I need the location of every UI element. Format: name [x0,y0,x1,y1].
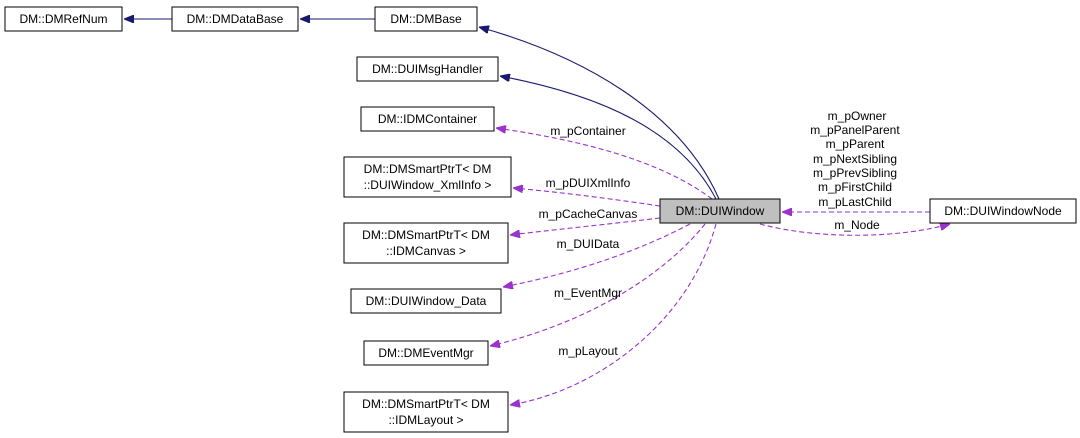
label-layout: m_pLayout [558,344,618,358]
node-xmlinfo-line2: ::DUIWindow_XmlInfo > [364,178,492,192]
node-winnode[interactable]: DM::DUIWindowNode [929,198,1077,224]
node-base[interactable]: DM::DMBase [374,6,478,32]
node-winnode-label: DM::DUIWindowNode [944,204,1062,218]
label-node: m_Node [834,218,880,232]
node-refnum-label: DM::DMRefNum [19,12,107,26]
node-layout[interactable]: DM::DMSmartPtrT< DM ::IDMLayout > [343,391,509,433]
label-panelparent: m_pPanelParent [810,123,900,137]
node-layout-line1: DM::DMSmartPtrT< DM [362,397,490,411]
edge-xmlinfo [513,188,661,207]
node-canvas-line2: ::IDMCanvas > [386,244,466,258]
label-prevsibling: m_pPrevSibling [813,166,897,180]
node-xmlinfo-line1: DM::DMSmartPtrT< DM [364,162,492,176]
node-msghandler-label: DM::DUIMsgHandler [372,62,483,76]
inheritance-edges [124,19,720,200]
edge-canvas [510,217,661,235]
label-nextsibling: m_pNextSibling [813,152,897,166]
edge-labels: m_pContainer m_pDUIXmlInfo m_pCacheCanva… [539,109,901,358]
node-xmlinfo[interactable]: DM::DMSmartPtrT< DM ::DUIWindow_XmlInfo … [343,156,512,198]
node-database[interactable]: DM::DMDataBase [171,6,299,32]
node-windata-label: DM::DUIWindow_Data [366,294,487,308]
label-owner: m_pOwner [828,109,887,123]
label-lastchild: m_pLastChild [818,195,891,209]
node-eventmgr-label: DM::DMEventMgr [378,346,473,360]
node-refnum[interactable]: DM::DMRefNum [4,6,123,32]
label-xmlinfo: m_pDUIXmlInfo [546,176,631,190]
edge-window-to-msghandler [500,76,717,200]
edge-layout [510,223,717,405]
node-msghandler[interactable]: DM::DUIMsgHandler [356,56,499,82]
label-container: m_pContainer [550,124,625,138]
node-canvas-line1: DM::DMSmartPtrT< DM [362,228,490,242]
label-eventmgr: m_EventMgr [554,286,622,300]
edge-container [496,128,713,200]
edge-windata [503,223,691,287]
usage-edges [490,128,950,405]
edge-window-to-base [479,27,720,200]
label-firstchild: m_pFirstChild [818,180,892,194]
node-container-label: DM::IDMContainer [378,112,477,126]
node-canvas[interactable]: DM::DMSmartPtrT< DM ::IDMCanvas > [343,222,509,264]
node-window-label: DM::DUIWindow [676,204,765,218]
node-database-label: DM::DMDataBase [187,12,284,26]
node-window[interactable]: DM::DUIWindow [659,198,781,224]
node-container[interactable]: DM::IDMContainer [360,106,495,132]
node-eventmgr[interactable]: DM::DMEventMgr [363,340,489,366]
label-windata: m_DUIData [557,237,620,251]
edge-eventmgr [490,223,706,346]
label-canvas: m_pCacheCanvas [539,207,638,221]
node-windata[interactable]: DM::DUIWindow_Data [350,288,502,314]
node-layout-line2: ::IDMLayout > [388,413,463,427]
edge-window-to-node [759,224,950,236]
node-base-label: DM::DMBase [390,12,462,26]
label-parent: m_pParent [826,137,885,151]
